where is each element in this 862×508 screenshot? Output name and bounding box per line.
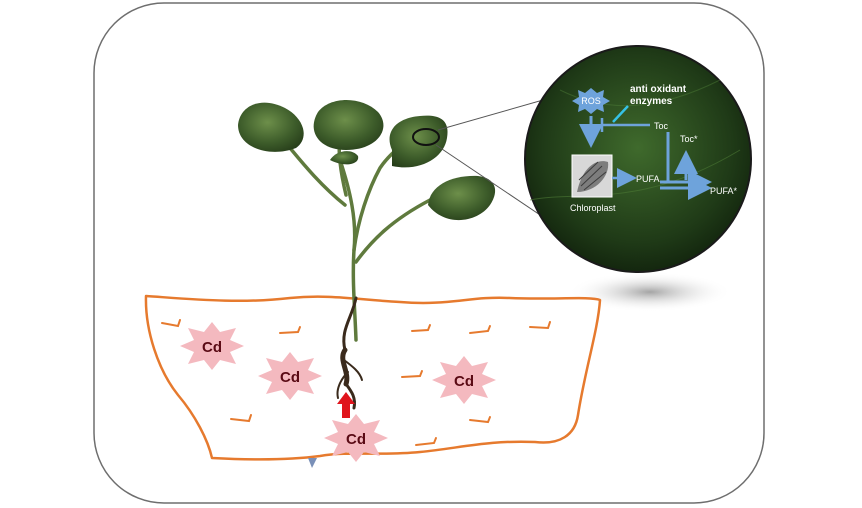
cd-label-3: Cd xyxy=(454,373,474,390)
leaf-right-lower xyxy=(428,175,496,221)
soil-texture xyxy=(161,319,551,446)
ros-label: ROS xyxy=(581,96,601,106)
leaf-small xyxy=(330,151,359,165)
uptake-arrow xyxy=(337,392,355,418)
pufa-star-label: PUFA* xyxy=(710,186,738,196)
marker-triangle xyxy=(308,458,317,468)
chloroplast-label: Chloroplast xyxy=(570,203,616,213)
toc-conversion-arrows xyxy=(660,132,712,200)
leaf-focus-ring xyxy=(412,128,440,146)
toc-star-label: Toc* xyxy=(680,134,698,144)
leaf-right-upper xyxy=(389,115,448,168)
cd-label-1: Cd xyxy=(202,339,222,356)
leaf-top-center xyxy=(313,100,384,150)
cd-label-2: Cd xyxy=(280,369,300,386)
cd-label-4: Cd xyxy=(346,431,366,448)
cd-burst-1: Cd xyxy=(180,322,244,370)
roots xyxy=(336,296,363,410)
cd-burst-3: Cd xyxy=(432,356,496,404)
circle-shadow xyxy=(568,272,732,312)
antioxidant-label-line2: enzymes xyxy=(630,96,673,107)
pufa-label: PUFA xyxy=(636,174,660,184)
outer-frame xyxy=(93,2,765,504)
toc-label: Toc xyxy=(654,121,669,131)
cd-burst-2: Cd xyxy=(258,352,322,400)
soil-outline xyxy=(144,294,602,461)
chloroplast-image xyxy=(571,154,613,198)
leaves xyxy=(238,100,496,221)
antioxidant-label-line1: anti oxidant xyxy=(630,84,687,95)
leaf-left xyxy=(238,102,304,152)
magnified-leaf-circle xyxy=(524,45,752,273)
inhibition-line xyxy=(612,105,629,123)
cd-burst-4: Cd xyxy=(324,414,388,462)
ros-burst: ROS xyxy=(572,88,610,114)
